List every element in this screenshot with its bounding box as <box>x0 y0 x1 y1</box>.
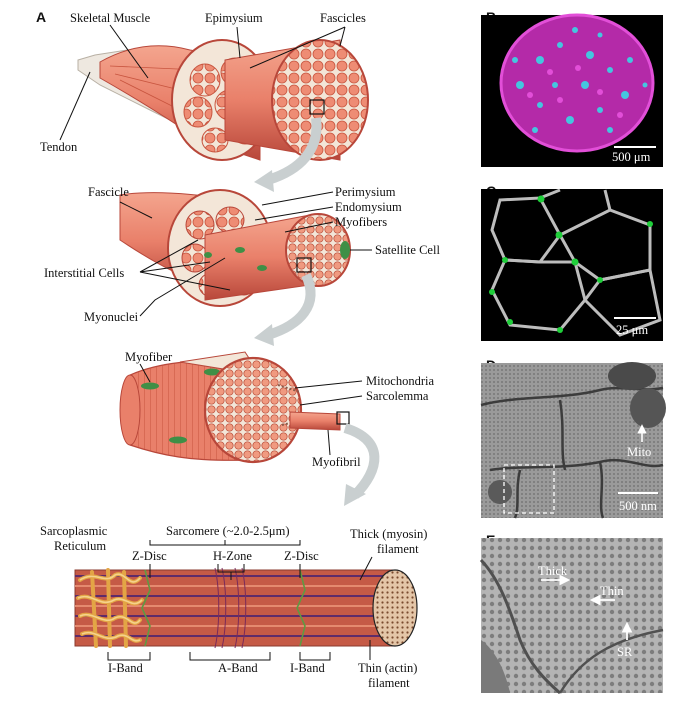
micrograph-d <box>480 362 666 519</box>
label-myofibril: Myofibril <box>312 455 361 469</box>
label-myofiber: Myofiber <box>125 350 173 364</box>
micrograph-c-scale: 25 μm <box>616 323 648 337</box>
label-z-disc-left: Z-Disc <box>132 549 167 563</box>
label-skeletal-muscle: Skeletal Muscle <box>70 11 151 25</box>
i-band-left-bracket <box>107 652 151 661</box>
micrograph-d-scale: 500 nm <box>619 499 657 513</box>
myofibril-illustration <box>74 567 418 649</box>
filament-lattice-end <box>372 569 418 647</box>
micrograph-e-sr-label: SR <box>617 645 633 659</box>
mitochondrion-top <box>608 362 656 390</box>
zoom-arrow-2 <box>266 272 316 340</box>
zoom-box-3 <box>336 411 350 425</box>
label-thick-filament-line-1: Thick (myosin) <box>350 527 427 541</box>
label-i-band-left: I-Band <box>108 661 143 675</box>
label-sarcomere: Sarcomere (~2.0-2.5μm) <box>166 524 290 538</box>
micrograph-c <box>481 188 663 341</box>
a-band-bracket <box>189 652 271 661</box>
mitochondrion-right <box>630 388 666 428</box>
label-fascicles: Fascicles <box>320 11 366 25</box>
label-tendon: Tendon <box>40 140 78 154</box>
myofiber-end <box>203 356 303 464</box>
label-myonuclei: Myonuclei <box>84 310 139 324</box>
micrograph-d-mito-label: Mito <box>627 445 651 459</box>
label-satellite-cell: Satellite Cell <box>375 243 440 257</box>
micrograph-e-thick-label: Thick <box>538 564 568 578</box>
myofiber-illustration <box>119 351 350 464</box>
label-fascicle: Fascicle <box>88 185 129 199</box>
micrograph-b-scale: 500 μm <box>612 150 651 164</box>
label-myofibers: Myofibers <box>335 215 387 229</box>
micrograph-e-thin-label: Thin <box>600 584 624 598</box>
label-i-band-right: I-Band <box>290 661 325 675</box>
label-sarcolemma: Sarcolemma <box>366 389 429 403</box>
fascicle-illustration <box>119 189 351 307</box>
label-thin-filament-line-1: Thin (actin) <box>358 661 417 675</box>
zoom-arrow-1 <box>266 117 322 185</box>
label-a-band: A-Band <box>218 661 258 675</box>
muscle-illustration <box>77 39 369 161</box>
panel-label-a: A <box>36 9 46 25</box>
label-epimysium: Epimysium <box>205 11 263 25</box>
label-mitochondria: Mitochondria <box>366 374 434 388</box>
i-band-right-bracket <box>299 652 331 661</box>
label-thick-filament-line-2: filament <box>377 542 419 556</box>
label-interstitial-cells: Interstitial Cells <box>44 266 124 280</box>
label-perimysium: Perimysium <box>335 185 396 199</box>
label-endomysium: Endomysium <box>335 200 402 214</box>
label-z-disc-right: Z-Disc <box>284 549 319 563</box>
micrograph-b <box>481 13 663 167</box>
zoom-box-1 <box>309 99 325 115</box>
zoom-arrow-3 <box>343 423 380 499</box>
label-sarcoplasmic-line-1: Sarcoplasmic <box>40 524 108 538</box>
micrograph-e <box>479 538 664 695</box>
label-h-zone: H-Zone <box>213 549 252 563</box>
zoom-box-2 <box>296 257 312 273</box>
label-sarcoplasmic-line-2: Reticulum <box>54 539 106 553</box>
myofibril-tube <box>289 411 341 431</box>
label-thin-filament-line-2: filament <box>368 676 410 690</box>
em-zoom-box <box>503 464 555 514</box>
satellite-cell-shape <box>340 241 350 259</box>
